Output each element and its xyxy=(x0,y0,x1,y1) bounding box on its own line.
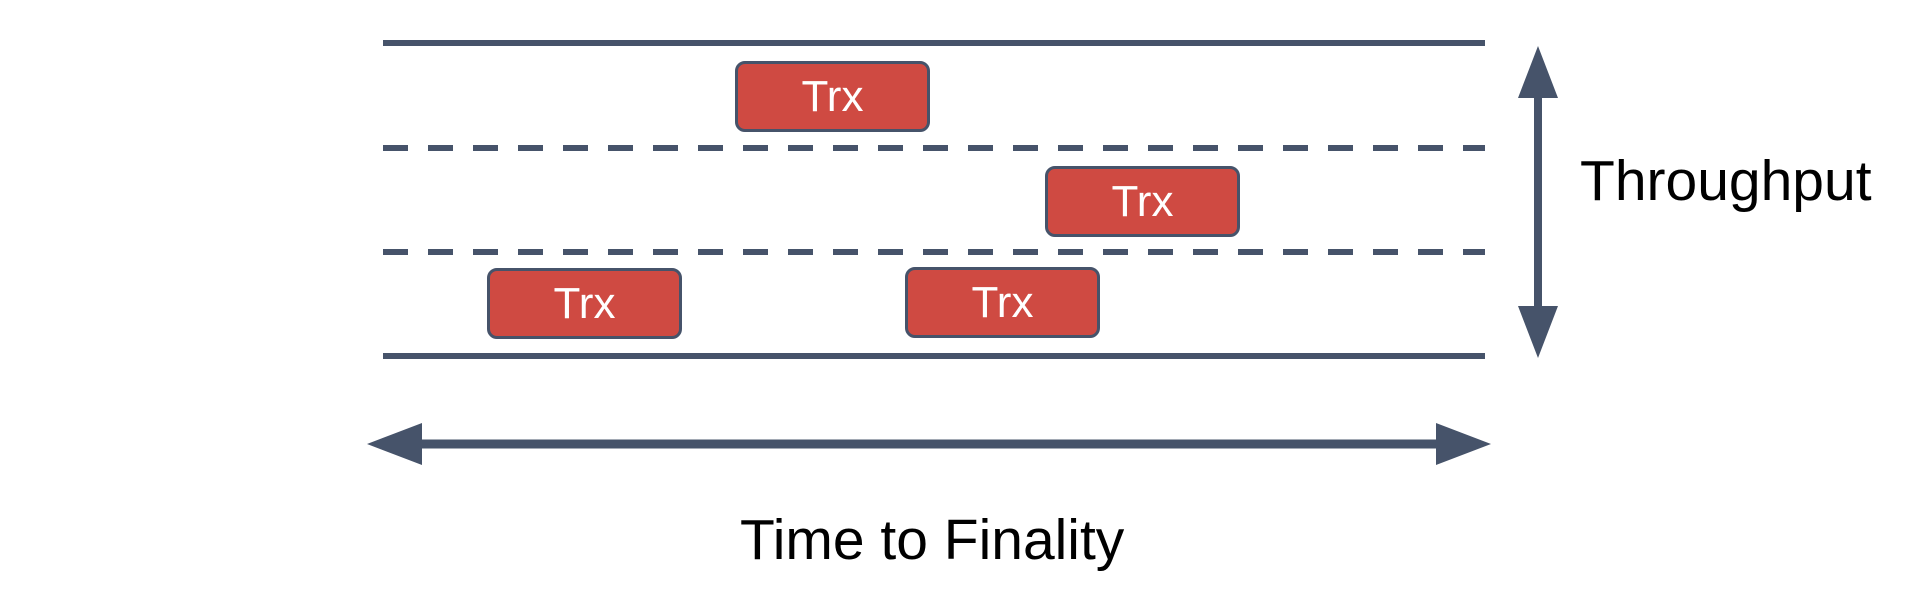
transaction-label: Trx xyxy=(553,278,616,328)
lane-divider-dashed-line-1 xyxy=(383,145,1485,151)
lane-bottom-boundary-line xyxy=(383,353,1485,359)
double-arrow-horizontal-icon xyxy=(367,423,1491,465)
lane-top-boundary-line xyxy=(383,40,1485,46)
transaction-box: Trx xyxy=(905,267,1100,338)
transaction-box: Trx xyxy=(487,268,682,339)
time-to-finality-axis-label: Time to Finality xyxy=(740,508,1125,572)
transaction-label: Trx xyxy=(1111,176,1174,226)
lane-divider-dashed-line-2 xyxy=(383,249,1485,255)
double-arrow-vertical-icon xyxy=(1518,46,1558,358)
throughput-axis-label: Throughput xyxy=(1580,149,1872,213)
transaction-label: Trx xyxy=(801,71,864,121)
transaction-box: Trx xyxy=(735,61,930,132)
transaction-label: Trx xyxy=(971,277,1034,327)
transaction-box: Trx xyxy=(1045,166,1240,237)
